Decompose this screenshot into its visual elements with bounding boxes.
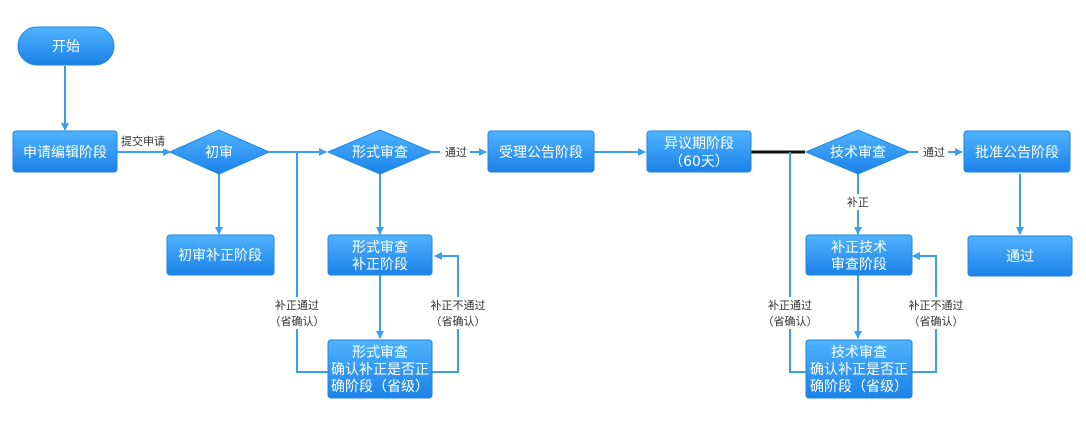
nodes: 开始 申请编辑阶段 初审 初审补正阶段 形式审查 形式审查 补正阶段 — [12, 26, 1073, 399]
label-corr-fail-left-1: 补正不通过 — [431, 299, 486, 312]
label-corr-pass-right-2: （省确认） — [763, 315, 818, 328]
edge-tconfirm-main — [789, 152, 806, 373]
edge-fconfirm-main — [296, 152, 328, 373]
node-passed-label: 通过 — [1006, 249, 1034, 265]
label-pass-2: 通过 — [923, 146, 945, 159]
node-approval-notice-label: 批准公告阶段 — [975, 145, 1059, 161]
node-formal-correction[interactable]: 形式审查 补正阶段 — [327, 234, 433, 276]
label-submit: 提交申请 — [121, 134, 165, 148]
node-acceptance-notice-label: 受理公告阶段 — [499, 145, 583, 161]
label-corr-pass-right-1: 补正通过 — [768, 299, 812, 312]
node-approval-notice[interactable]: 批准公告阶段 — [963, 130, 1071, 173]
node-tech-confirm-line2: 确认补正是否正 — [810, 362, 908, 378]
node-tech-confirm[interactable]: 技术审查 确认补正是否正 确阶段（省级） — [805, 339, 913, 399]
node-tech-confirm-line1: 技术审查 — [831, 345, 887, 361]
node-tech-correction[interactable]: 补正技术 审查阶段 — [805, 234, 913, 276]
node-initial-correction-label: 初审补正阶段 — [178, 247, 262, 264]
node-initial-correction[interactable]: 初审补正阶段 — [166, 234, 275, 276]
node-tech-review-label: 技术审查 — [830, 145, 886, 161]
node-objection-period-line2: （60天） — [669, 154, 729, 170]
node-objection-period[interactable]: 异议期阶段 （60天） — [646, 130, 752, 173]
node-passed[interactable]: 通过 — [967, 235, 1073, 277]
edge-labels: 提交申请 通过 通过 补正 补正通过 （省确认） 补正不通过 （省确认） 补正通… — [117, 134, 970, 329]
node-initial-review[interactable]: 初审 — [168, 129, 271, 175]
node-formal-confirm[interactable]: 形式审查 确认补正是否正 确阶段（省级） — [327, 339, 433, 399]
node-start[interactable]: 开始 — [17, 26, 115, 66]
node-apply-edit-label: 申请编辑阶段 — [23, 145, 107, 161]
node-objection-period-line1: 异议期阶段 — [664, 136, 734, 152]
node-tech-correction-line2: 审查阶段 — [831, 257, 887, 273]
label-corr-fail-left-2: （省确认） — [431, 315, 486, 328]
label-corr-fail-right-1: 补正不通过 — [909, 299, 964, 312]
node-start-label: 开始 — [52, 39, 80, 55]
node-formal-correction-line1: 形式审查 — [352, 240, 408, 256]
node-tech-review[interactable]: 技术审查 — [804, 129, 912, 175]
label-corr-pass-left-2: （省确认） — [270, 315, 325, 328]
node-formal-confirm-line1: 形式审查 — [352, 345, 408, 361]
label-pass-1: 通过 — [445, 146, 467, 159]
node-initial-review-label: 初审 — [205, 144, 233, 161]
node-formal-correction-line2: 补正阶段 — [352, 257, 408, 273]
node-acceptance-notice[interactable]: 受理公告阶段 — [487, 130, 595, 173]
node-formal-review[interactable]: 形式审查 — [326, 129, 434, 175]
label-corr-pass-left-1: 补正通过 — [275, 299, 319, 312]
node-apply-edit[interactable]: 申请编辑阶段 — [12, 130, 118, 173]
label-correct: 补正 — [847, 196, 869, 209]
label-corr-fail-right-2: （省确认） — [909, 315, 964, 328]
node-tech-correction-line1: 补正技术 — [831, 240, 887, 256]
node-formal-confirm-line2: 确认补正是否正 — [331, 362, 429, 378]
node-tech-confirm-line3: 确阶段（省级） — [810, 379, 908, 395]
node-formal-review-label: 形式审查 — [352, 145, 408, 161]
node-formal-confirm-line3: 确阶段（省级） — [331, 379, 429, 395]
edges — [61, 66, 1024, 373]
